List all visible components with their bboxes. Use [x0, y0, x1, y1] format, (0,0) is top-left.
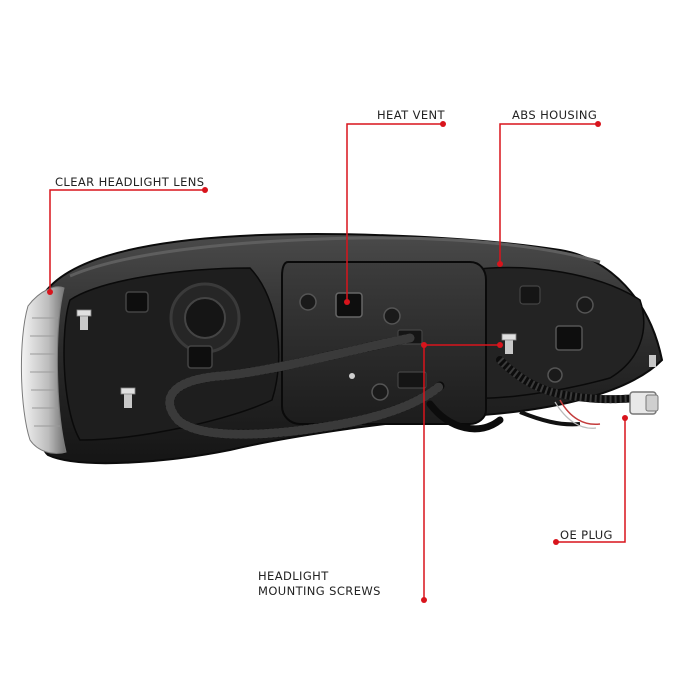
heat-vent-cap: [335, 292, 363, 318]
screw-left-top: [76, 309, 92, 330]
mounting-screws-label-line2: MOUNTING SCREWS: [258, 584, 381, 598]
screw-left-bottom: [120, 387, 136, 408]
mounting-screws-label: HEADLIGHT MOUNTING SCREWS: [258, 569, 381, 599]
callout-lines: [49, 123, 626, 600]
mounting-screws-label-line1: HEADLIGHT: [258, 569, 329, 583]
wire-harness: [165, 333, 644, 439]
screw-center: [501, 333, 517, 354]
callout-dots: [47, 121, 628, 603]
oe-plug: [629, 391, 659, 415]
clear-lens: [20, 286, 67, 454]
oe-plug-label: OE PLUG: [560, 528, 613, 542]
screw-right: [649, 355, 656, 367]
mounting-screws: [76, 309, 656, 408]
heat-vent-label: HEAT VENT: [377, 108, 445, 122]
clear-headlight-lens-label: CLEAR HEADLIGHT LENS: [55, 175, 205, 189]
abs-housing-label: ABS HOUSING: [512, 108, 598, 122]
